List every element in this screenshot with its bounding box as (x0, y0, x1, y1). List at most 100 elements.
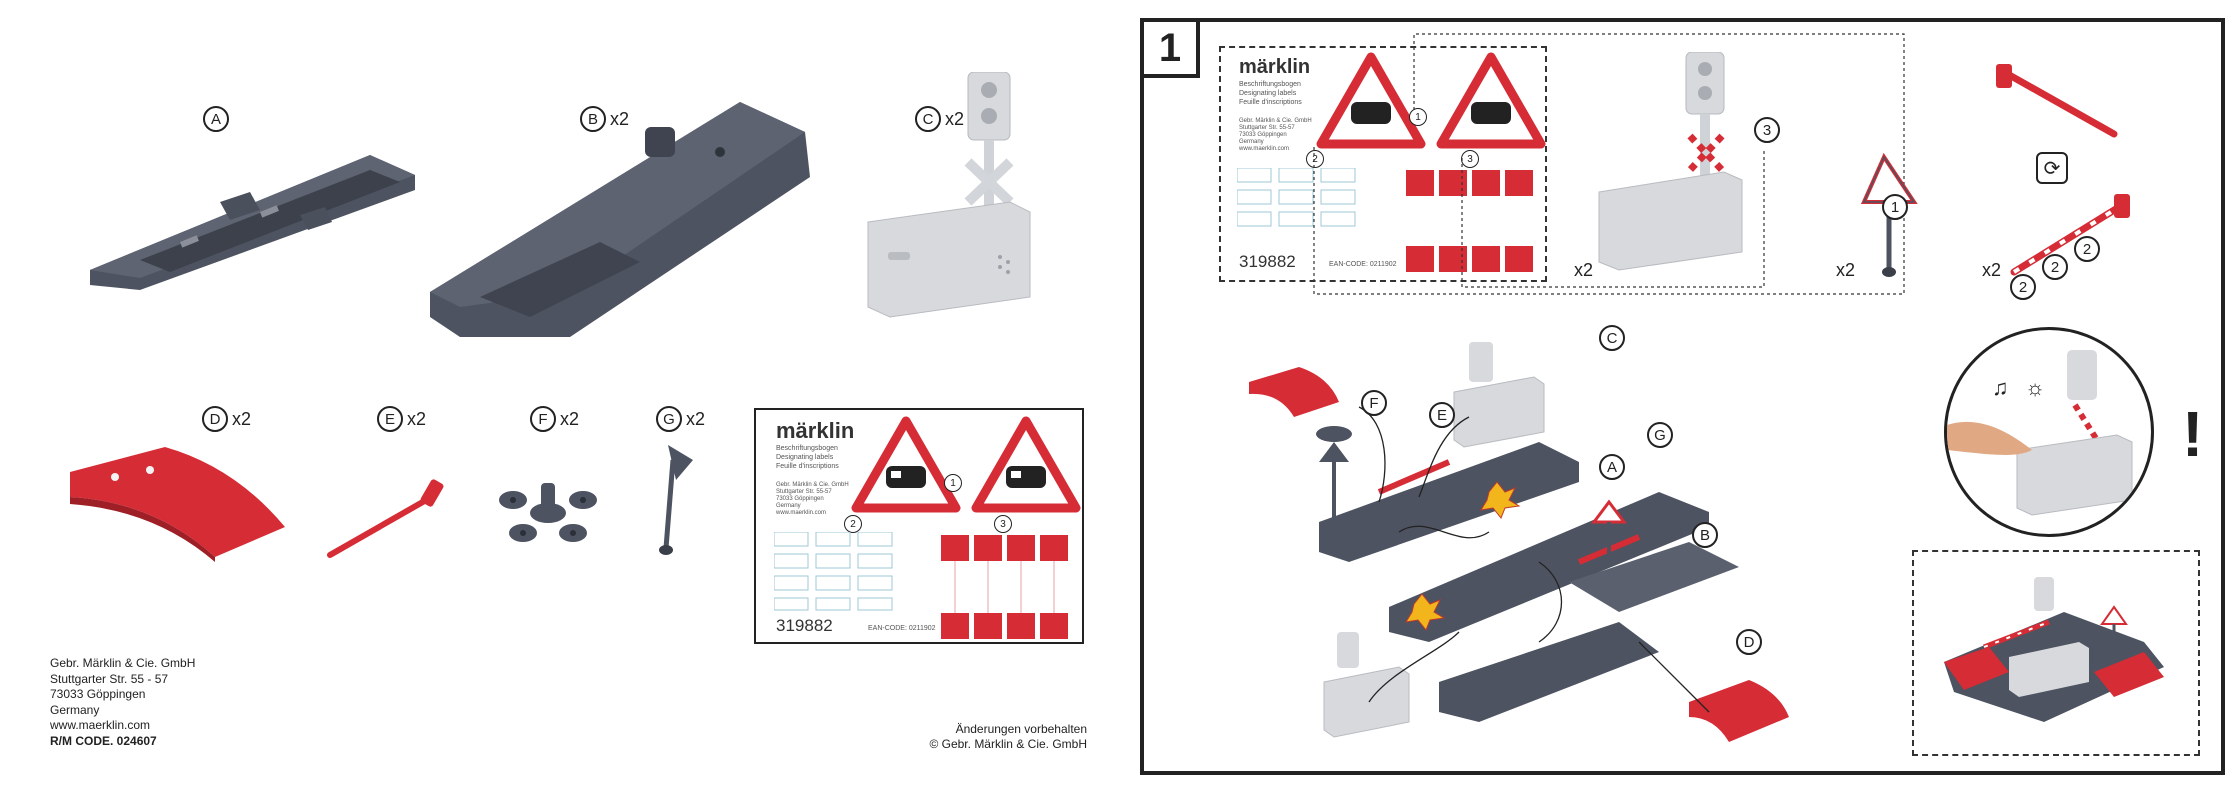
decal-marker-2: 2 (844, 515, 862, 533)
part-b-ramp-base-image (430, 102, 810, 337)
step-decal-subtitle-line: Designating labels (1239, 90, 1297, 97)
light-icon: ☼ (2025, 375, 2045, 400)
step-barrier-plain-image (1996, 64, 2118, 138)
step-decal-stripes (1406, 170, 1533, 272)
part-letter: D (202, 406, 228, 432)
part-f-label: F x2 (530, 406, 579, 432)
part-c-signal-box-image (867, 72, 1031, 318)
decal-ean: EAN-CODE: 0211902 (868, 625, 936, 632)
decal-guide-lines (1313, 33, 1905, 295)
callout-2: 2 (2010, 274, 2036, 300)
step-signal-box-image (1598, 52, 1743, 271)
part-letter: G (656, 406, 682, 432)
decal-subtitle-line: Feuille d'inscriptions (776, 463, 839, 470)
decal-address-line: 73033 Göppingen (776, 496, 824, 502)
part-c-label: C x2 (915, 106, 964, 132)
step-decal-marker-3: 3 (1461, 150, 1479, 168)
decal-subtitle-line: Designating labels (776, 454, 834, 461)
decal-label-grid (774, 532, 893, 611)
part-letter: C (915, 106, 941, 132)
part-b-label: B x2 (580, 106, 629, 132)
step-number: 1 (1144, 22, 1200, 78)
step-decal-sheet-number: 319882 (1239, 252, 1296, 271)
rights-note-line2: © Gebr. Märklin & Cie. GmbH (929, 737, 1087, 751)
assembly-letter-a: A (1599, 454, 1625, 480)
sign-multiplier: x2 (1836, 260, 1856, 280)
step-decal-marker-2: 2 (1306, 150, 1324, 168)
barrier-multiplier: x2 (1982, 260, 2002, 280)
part-multiplier: x2 (945, 108, 965, 129)
assembled-crossing-image (1944, 577, 2164, 722)
callout-2: 2 (2042, 254, 2068, 280)
step-decal-address-line: Stuttgarter Str. 55-57 (1239, 125, 1295, 131)
warning-exclamation: ! (2182, 398, 2204, 470)
part-f-cross-connector-image (499, 483, 597, 542)
decal-address-line: Gebr. Märklin & Cie. GmbH (776, 482, 849, 488)
step-decal-subtitle-line: Feuille d'inscriptions (1239, 99, 1302, 106)
decal-address: Gebr. Märklin & Cie. GmbH Stuttgarter St… (776, 482, 849, 517)
step-decal-address-line: 73033 Göppingen (1239, 132, 1287, 138)
assembly-letter-g: G (1647, 422, 1673, 448)
part-g-sign-post-image (659, 445, 693, 555)
step-decal-address: Gebr. Märklin & Cie. GmbH Stuttgarter St… (1239, 118, 1312, 153)
decal-marker-3: 3 (994, 515, 1012, 533)
part-multiplier: x2 (686, 408, 706, 429)
part-letter: E (377, 406, 403, 432)
assembled-result-box (1912, 550, 2200, 756)
part-a-track-base-image (90, 155, 415, 290)
rights-note-line1: Änderungen vorbehalten (955, 722, 1087, 736)
step-decal-address-line: Germany (1239, 139, 1264, 145)
callout-1: 1 (1882, 194, 1908, 220)
decal-stripes (941, 535, 1068, 639)
step-decal-ean: EAN-CODE: 0211902 (1329, 261, 1397, 268)
decal-address-line: www.maerklin.com (776, 510, 827, 516)
decal-sheet-number: 319882 (776, 616, 833, 635)
step-decal-marker-1: 1 (1409, 108, 1427, 126)
company-name: Gebr. Märklin & Cie. GmbH (50, 656, 196, 670)
company-street: Stuttgarter Str. 55 - 57 (50, 671, 169, 686)
assembly-letter-d: D (1736, 629, 1762, 655)
part-e-barrier-arm-image (327, 479, 444, 558)
company-country: Germany (50, 702, 100, 717)
company-address: Gebr. Märklin & Cie. GmbH Stuttgarter St… (50, 656, 195, 749)
part-multiplier: x2 (610, 108, 630, 129)
assembly-letter-f: F (1361, 390, 1387, 416)
part-letter: B (580, 106, 606, 132)
part-multiplier: x2 (232, 408, 252, 429)
step-decal-sheet: märklin Beschriftungsbogen Designating l… (1219, 46, 1547, 282)
callout-3: 3 (1754, 117, 1780, 143)
company-code: R/M CODE. 024607 (50, 733, 157, 748)
decal-address-line: Germany (776, 503, 801, 509)
step-barrier-striped-image (2010, 194, 2130, 276)
decal-sheet: märklin Beschriftungsbogen Designating l… (754, 408, 1084, 644)
part-a-label: A (203, 106, 229, 132)
part-multiplier: x2 (407, 408, 427, 429)
step-decal-address-line: Gebr. Märklin & Cie. GmbH (1239, 118, 1312, 124)
decal-warning-signs (851, 416, 1081, 513)
rights-note: Änderungen vorbehalten © Gebr. Märklin &… (929, 722, 1087, 752)
part-d-label: D x2 (202, 406, 251, 432)
part-letter: F (530, 406, 556, 432)
sound-icon: ♫ (1992, 375, 2009, 400)
step-decal-subtitle-line: Beschriftungsbogen (1239, 81, 1301, 88)
assembly-letter-b: B (1692, 522, 1718, 548)
company-web: www.maerklin.com (50, 718, 151, 732)
company-city: 73033 Göppingen (50, 687, 146, 701)
step-decal-warning-signs (1316, 52, 1546, 149)
step-decal-label-grid (1237, 168, 1356, 227)
decal-address-line: Stuttgarter Str. 55-57 (776, 489, 832, 495)
decal-brand: märklin (776, 418, 855, 443)
part-multiplier: x2 (560, 408, 580, 429)
part-g-label: G x2 (656, 406, 705, 432)
decal-subtitle: Beschriftungsbogen Designating labels Fe… (776, 444, 839, 471)
assembly-letter-c: C (1599, 325, 1625, 351)
decal-subtitle-line: Beschriftungsbogen (776, 445, 838, 452)
step-decal-subtitle: Beschriftungsbogen Designating labels Fe… (1239, 80, 1302, 107)
step-decal-brand: märklin (1239, 56, 1311, 78)
exploded-assembly-image (1249, 342, 1789, 742)
part-e-label: E x2 (377, 406, 426, 432)
part-d-red-ramp-image (70, 447, 285, 562)
button-press-illustration: ♫ ☼ (1947, 350, 2133, 516)
button-press-detail: ♫ ☼ (1944, 327, 2154, 537)
decal-marker-1: 1 (944, 474, 962, 492)
